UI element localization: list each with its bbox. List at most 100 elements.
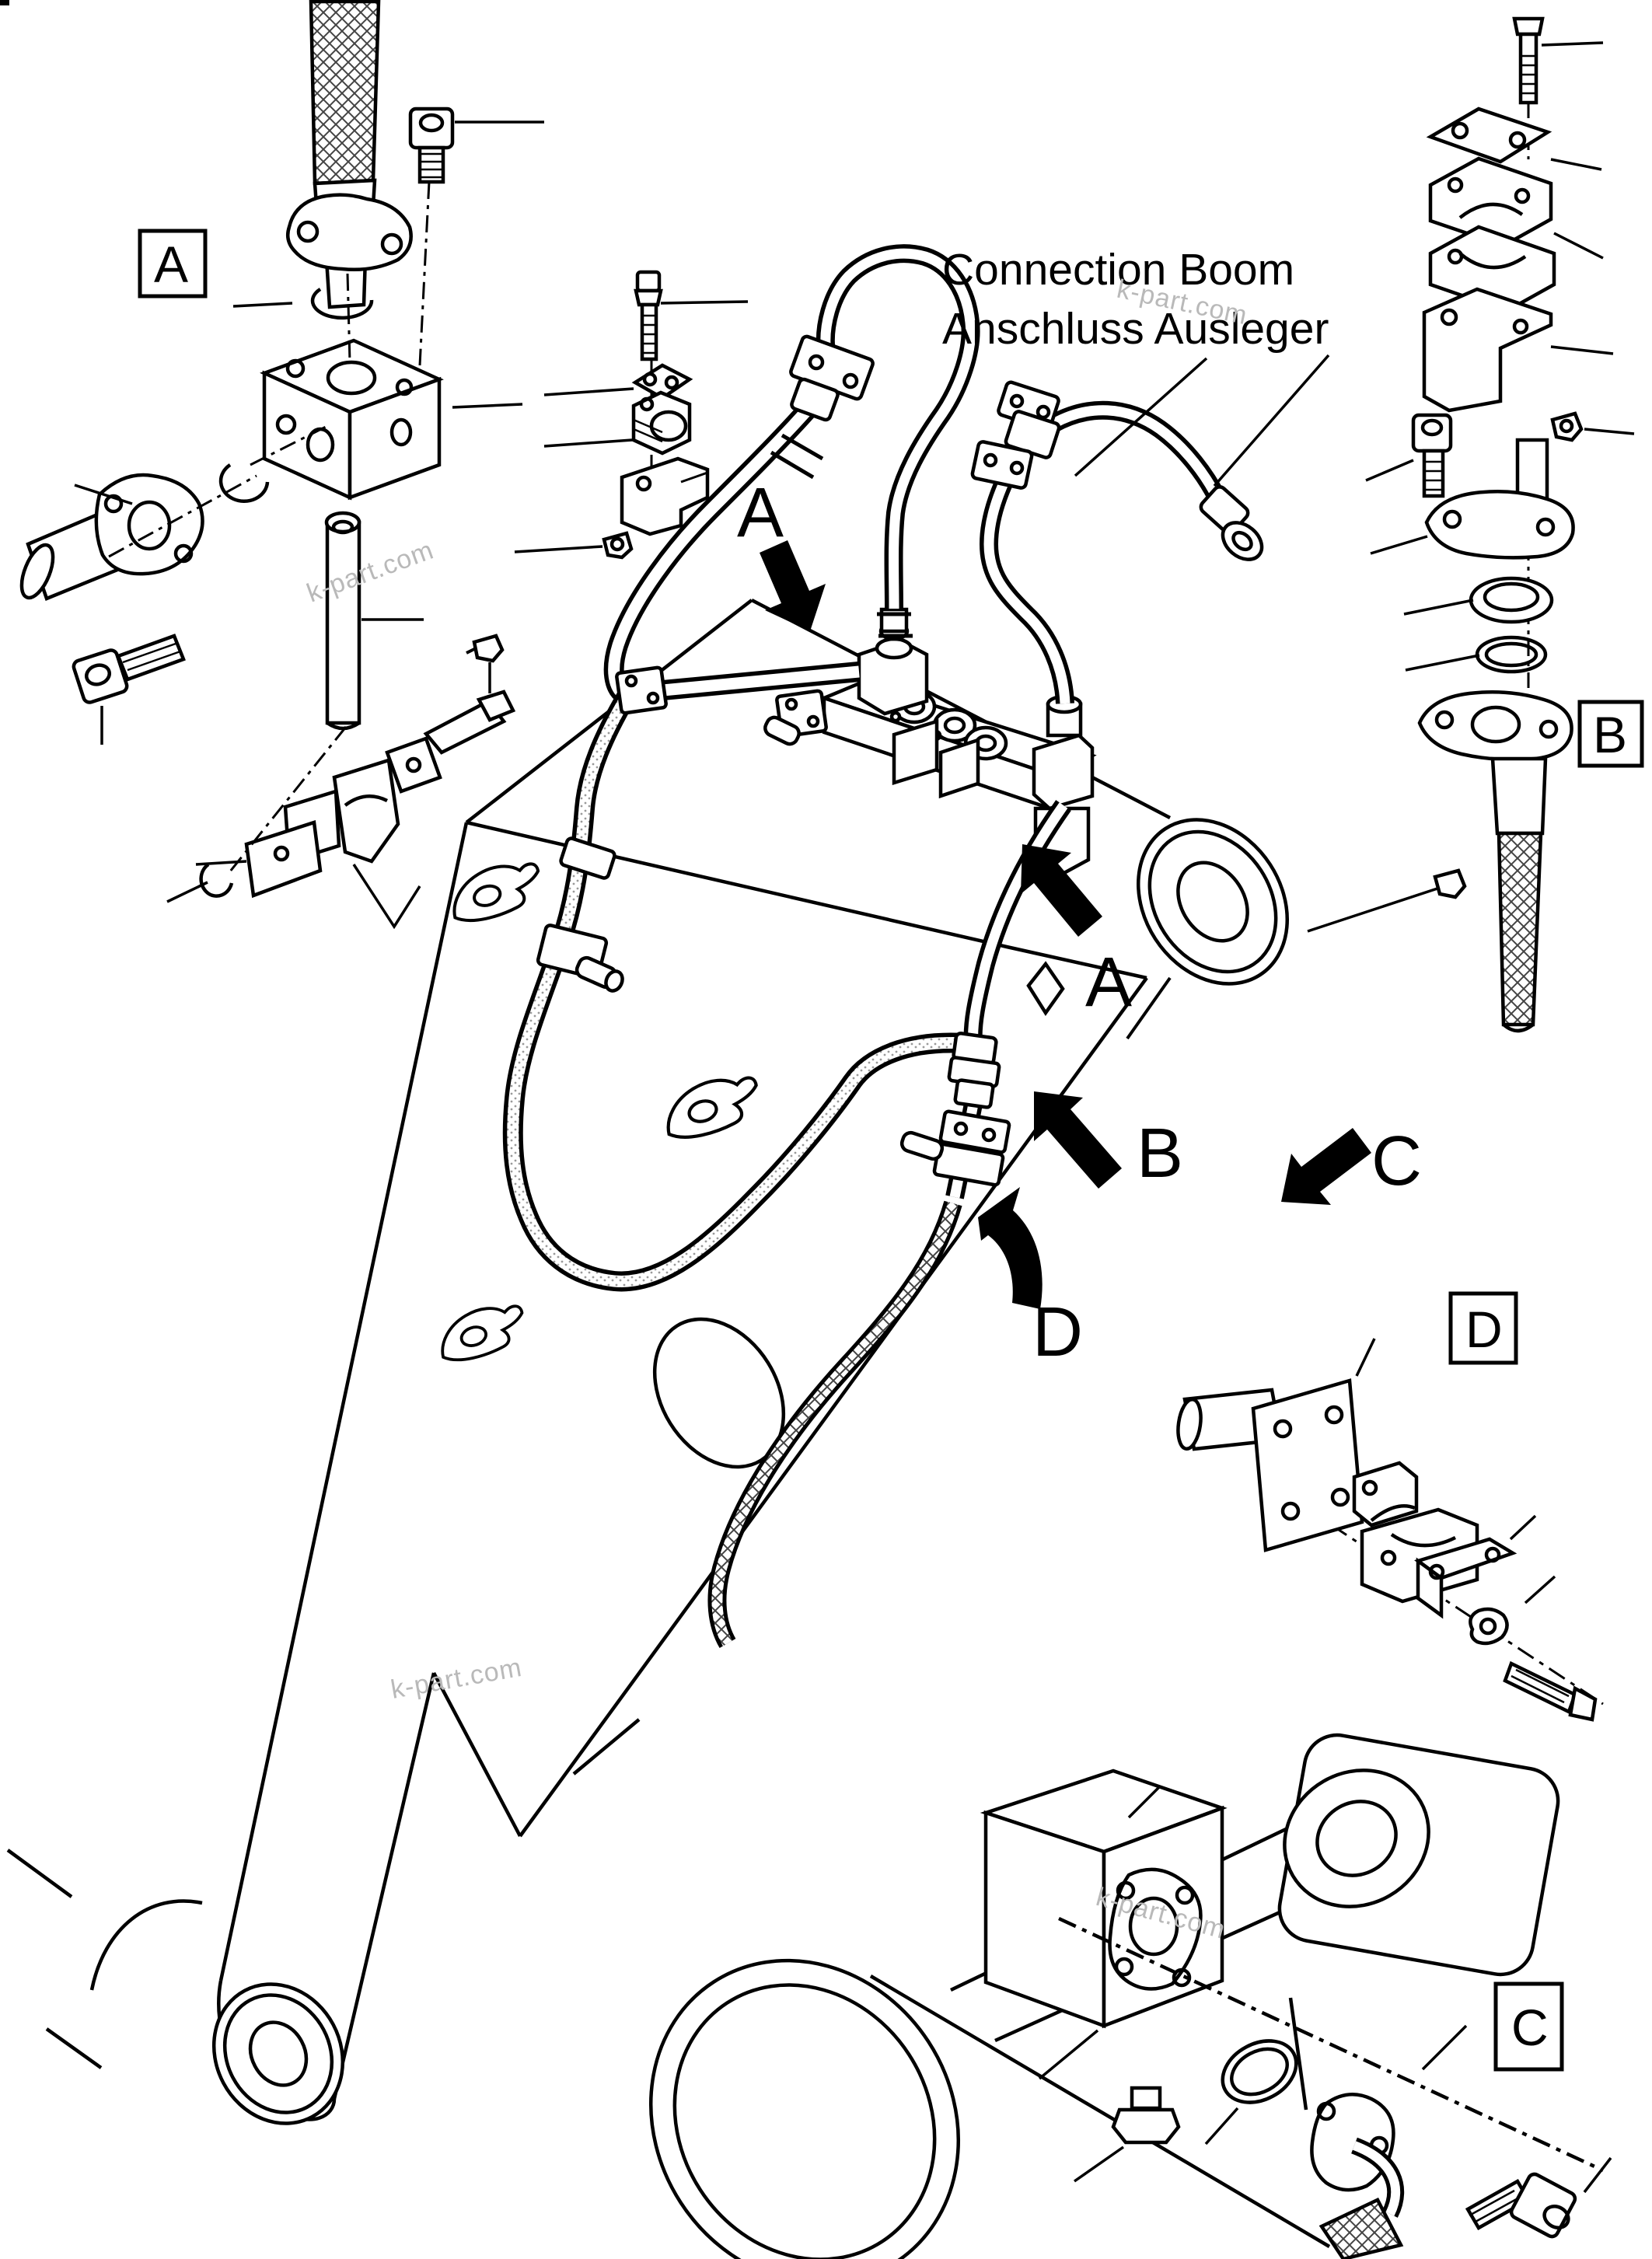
return-hose — [707, 800, 1071, 1649]
centerlines — [108, 181, 431, 876]
connection-boom-label-en: Connection Boom — [942, 245, 1294, 295]
boom-tip-boss — [211, 1982, 345, 2125]
detail-box-a: A — [138, 229, 208, 299]
clamp-half-upper — [1428, 156, 1553, 248]
detail-d-parts — [1176, 1338, 1604, 1722]
boom-fork-plate — [89, 1899, 203, 1991]
socket-bolt — [1411, 413, 1453, 498]
braided-hose — [1497, 831, 1543, 1027]
arrow-a1 — [760, 540, 826, 631]
hex-nut — [602, 531, 634, 560]
arrow-label-d: D — [1032, 1294, 1083, 1371]
leader-lines — [514, 300, 749, 553]
mount-plate — [1251, 1378, 1364, 1552]
cylinder-rod-end-boss — [1277, 1733, 1560, 2111]
hose-clamp-pair — [899, 1109, 1011, 1187]
flange — [1424, 489, 1575, 560]
boom-gusset — [433, 1297, 531, 1367]
hose-fitting — [536, 836, 624, 993]
pipe-clamp — [615, 665, 828, 746]
watermark: k-part.com — [389, 1653, 525, 1705]
clamp-block — [631, 390, 692, 456]
hose-clamp — [970, 440, 1034, 490]
socket-screw — [408, 106, 455, 184]
page-corner-mark — [0, 0, 9, 5]
manifold-block — [260, 338, 444, 501]
boom-arm — [6, 599, 1289, 2125]
watermark: k-part.com — [303, 535, 438, 608]
clamp-half — [1352, 1461, 1419, 1528]
hose-end-clamp — [789, 334, 875, 422]
hydraulic-cylinder — [649, 1733, 1560, 2259]
detail-box-b-label: B — [1593, 706, 1627, 763]
detail-c-parts — [1038, 1785, 1612, 2259]
leader-lines — [1355, 1338, 1556, 1604]
top-middle-clamp-group — [466, 270, 749, 693]
hex-nut — [472, 634, 505, 663]
pipe-flange-assembly — [19, 463, 270, 601]
arrow-label-b: B — [1137, 1115, 1183, 1192]
boom-face-plate — [1026, 961, 1065, 1017]
clamp-half-lower — [1428, 225, 1556, 313]
detail-box-c-label: C — [1511, 1999, 1549, 2056]
leader-lines — [1541, 41, 1635, 435]
arrow-label-a1: A — [737, 474, 784, 552]
tee-valve-block — [857, 607, 929, 716]
arrow-label-c: C — [1371, 1123, 1422, 1200]
hose-elbow-clamp — [997, 380, 1061, 459]
hex-bolt — [634, 270, 663, 361]
leader-lines — [1307, 459, 1480, 933]
arrow-d — [978, 1187, 1043, 1309]
detail-box-d: D — [1448, 1291, 1518, 1365]
hose-end-fitting — [1199, 485, 1264, 561]
arrow-b — [1034, 1091, 1122, 1189]
detail-a-parts — [19, 0, 544, 930]
cylinder-head-block — [980, 1768, 1228, 2029]
detail-box-d-label: D — [1465, 1301, 1503, 1358]
leader-lines — [1038, 1785, 1612, 2194]
manifold-elbow-block — [1032, 694, 1095, 811]
socket-bolt — [72, 634, 186, 704]
hose-ferrule — [1490, 756, 1548, 836]
boom-gusset — [444, 855, 547, 928]
arrow-label-a2: A — [1085, 944, 1132, 1021]
washer — [1469, 1607, 1509, 1646]
connection-boom-label-de: Anschluss Ausleger — [942, 304, 1329, 354]
clamp-plate — [1426, 106, 1552, 164]
leader-lines — [74, 120, 544, 930]
hex-bolt — [1503, 1660, 1598, 1722]
braided-hose — [309, 0, 381, 186]
boom-oval-hole — [652, 1317, 786, 1469]
clamp-stack — [199, 690, 516, 899]
flange-with-hose — [1417, 690, 1573, 762]
hex-nut — [1433, 868, 1467, 899]
top-right-clamp-group — [1307, 16, 1635, 1033]
arrow-c — [1281, 1128, 1371, 1205]
boom-gusset — [658, 1068, 767, 1145]
hex-bolt — [1512, 16, 1545, 105]
boom-boss — [1126, 818, 1289, 1040]
mounting-bracket — [620, 456, 710, 536]
direction-arrows — [760, 540, 1371, 1309]
snap-ring — [310, 288, 374, 320]
detail-box-a-label: A — [154, 236, 188, 293]
plug-and-nut — [1111, 2086, 1181, 2145]
hose-flange — [286, 193, 413, 272]
connection-boom-hoses — [789, 244, 1264, 704]
detail-box-c: C — [1493, 1981, 1564, 2072]
annotation-leaders — [1074, 354, 1330, 487]
arrow-a2 — [1021, 844, 1102, 937]
elbow-flange-fitting — [1310, 2093, 1405, 2259]
spacer-tube — [324, 511, 361, 731]
clamp-plate — [631, 363, 693, 400]
hex-nut — [1550, 411, 1584, 442]
hose-coupling — [947, 1032, 1001, 1109]
detail-b-parts — [1307, 413, 1575, 1033]
centerline — [1299, 1503, 1604, 1706]
seal-ring — [1221, 2039, 1298, 2104]
detail-box-b: B — [1577, 700, 1644, 768]
keeper-plate — [1414, 1537, 1518, 1619]
boom-hoses — [502, 397, 965, 1292]
